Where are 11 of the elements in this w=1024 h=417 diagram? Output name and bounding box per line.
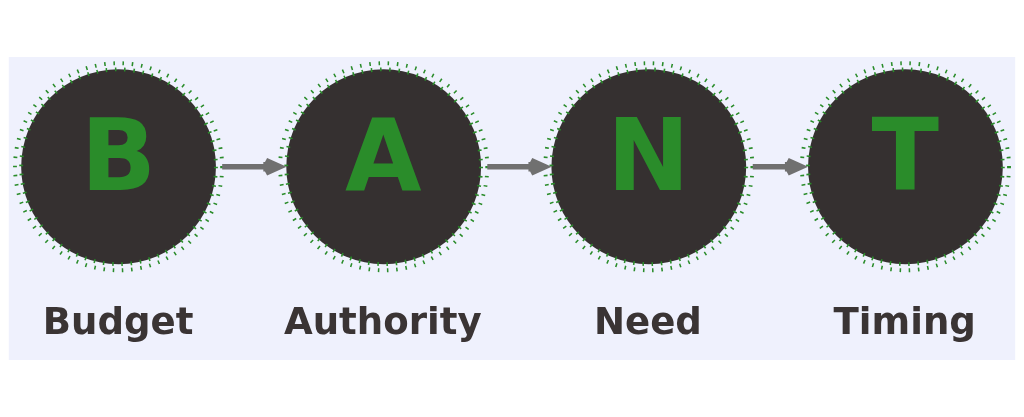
node-label: Budget (42, 300, 194, 344)
arrow (752, 157, 805, 176)
node-label: Authority (283, 300, 482, 344)
node-circle: A (278, 61, 490, 273)
node-circle: N (543, 61, 755, 273)
arrow (222, 157, 283, 176)
arrow (487, 157, 548, 176)
node-circle: B (13, 61, 225, 273)
node-circle: T (799, 61, 1011, 273)
node-label: Timing (833, 300, 976, 344)
node-label: Need (593, 300, 702, 344)
